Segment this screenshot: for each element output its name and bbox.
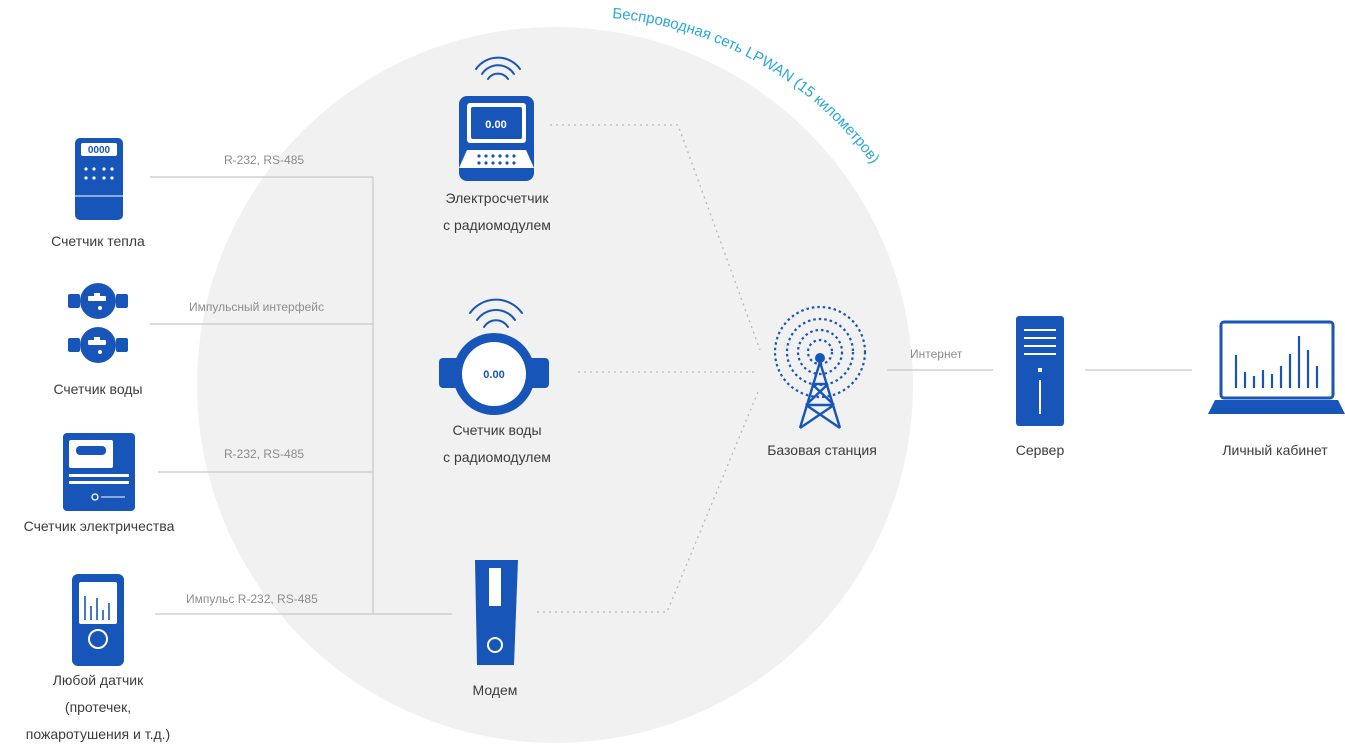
- radio-links: [537, 124, 761, 613]
- electricity-meter-label: Счетчик электричества: [23, 518, 175, 534]
- modem-icon: [475, 560, 518, 665]
- connection-heat-label: R-232, RS-485: [224, 153, 305, 167]
- sensor-label: Любой датчик (протечек, пожаротушения и …: [25, 672, 171, 742]
- water-meter-label: Счетчик воды: [53, 381, 143, 397]
- cabinet-label: Личный кабинет: [1222, 442, 1328, 458]
- connection-water-label: Импульсный интерфейс: [189, 300, 324, 314]
- connection-electric-label: R-232, RS-485: [224, 447, 305, 461]
- coverage-circle: [197, 27, 913, 743]
- svg-text:0000: 0000: [88, 145, 111, 156]
- laptop-icon: [1208, 320, 1345, 414]
- radio-electric-meter-icon: 0.00: [459, 56, 534, 181]
- modem-label: Модем: [472, 682, 518, 698]
- heat-meter-icon: 0000: [75, 138, 123, 220]
- radio-water-meter-icon: 0.00: [439, 298, 549, 415]
- electricity-meter-icon: [63, 433, 135, 511]
- svg-text:0.00: 0.00: [485, 119, 506, 131]
- server-icon: [1016, 316, 1064, 426]
- connection-internet-label: Интернет: [910, 347, 963, 361]
- wired-connectors: [150, 176, 1192, 615]
- heat-meter-label: Счетчик тепла: [51, 233, 145, 249]
- server-label: Сервер: [1015, 442, 1065, 458]
- radio-electric-meter-label: Электросчетчик с радиомодулем: [443, 190, 551, 233]
- base-station-icon: [773, 305, 867, 429]
- radio-water-meter-label: Счетчик воды с радиомодулем: [443, 422, 551, 465]
- sensor-icon: [72, 574, 124, 666]
- water-meter-icon: [68, 283, 128, 363]
- base-station-label: Базовая станция: [767, 442, 877, 458]
- svg-text:0.00: 0.00: [483, 369, 504, 381]
- connection-sensor-label: Импульс R-232, RS-485: [186, 592, 318, 606]
